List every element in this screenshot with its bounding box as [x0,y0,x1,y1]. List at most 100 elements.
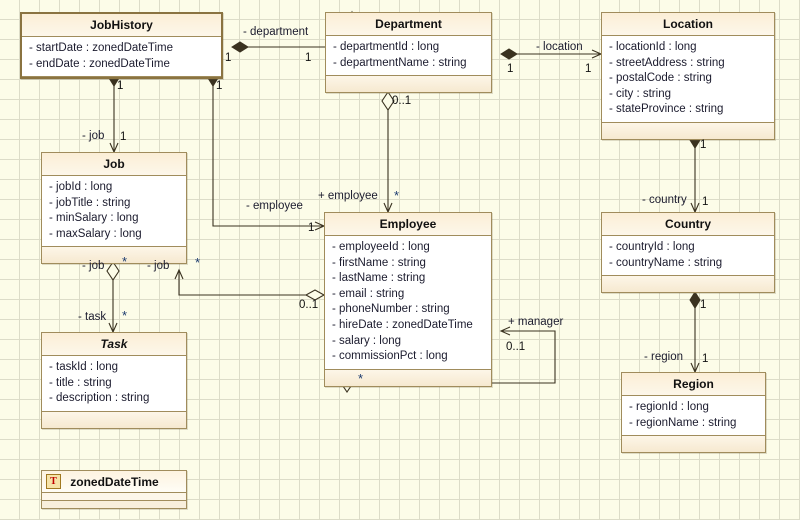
attribute: - firstName : string [332,256,426,269]
attribute: - jobTitle : string [49,196,131,209]
edge-label-job-right: - job [147,260,170,272]
class-attributes-location: - locationId : long - streetAddress : st… [602,36,774,123]
attribute: - phoneNumber : string [332,303,450,316]
multiplicity-manager: 0..1 [506,341,526,353]
datatype-header: T zonedDateTime [42,471,186,493]
attribute: - commissionPct : long [332,350,448,363]
class-operations-region [622,436,765,453]
multiplicity-job-bottom-left: * [122,254,128,269]
edge-label-location: - location [536,41,583,53]
edge-label-task: - task [78,311,107,323]
class-node-department[interactable]: Department - departmentId : long - depar… [325,12,492,94]
class-title-department: Department [326,13,491,36]
class-title-employee: Employee [325,213,491,236]
class-attributes-department: - departmentId : long - departmentName :… [326,36,491,77]
class-attributes-task: - taskId : long - title : string - descr… [42,356,186,412]
attribute: - minSalary : long [49,212,139,225]
edge-label-manager: + manager [508,316,564,328]
multiplicity-jobhistory-department: 1 [225,52,232,64]
class-operations-job [42,247,186,264]
attribute: - streetAddress : string [609,56,725,69]
attribute: - salary : long [332,334,402,347]
multiplicity-department-right: 1 [507,63,514,75]
class-operations-country [602,276,774,293]
attribute: - regionId : long [629,401,709,413]
attribute: - maxSalary : long [49,227,142,240]
class-node-jobhistory[interactable]: JobHistory - startDate : zonedDateTime -… [20,12,223,80]
attribute: - locationId : long [609,41,697,53]
attribute: - jobId : long [49,181,113,193]
multiplicity-employee-top: * [394,188,400,203]
class-operations-department [326,76,491,93]
edge-label-job-left: - job [82,260,105,272]
multiplicity-location-bottom: 1 [700,139,707,151]
attribute: - employeeId : long [332,241,430,253]
multiplicity-jobhistory-job: 1 [117,80,124,92]
class-attributes-country: - countryId : long - countryName : strin… [602,236,774,277]
class-title-jobhistory: JobHistory [22,14,221,37]
attribute: - departmentId : long [333,41,440,53]
class-node-job[interactable]: Job - jobId : long - jobTitle : string -… [41,152,187,265]
attribute: - startDate : zonedDateTime [29,42,174,54]
multiplicity-region-top: 1 [702,353,709,365]
class-node-employee[interactable]: Employee - employeeId : long - firstName… [324,212,492,387]
attribute: - title : string [49,376,112,389]
class-operations-employee [325,369,491,386]
filled-diamond-country-region [689,291,701,309]
attribute: - stateProvince : string [609,103,724,116]
edge-label-country: - country [642,194,687,206]
attribute: - endDate : zonedDateTime [29,57,170,70]
edge-label-employee: - employee [246,200,303,212]
class-attributes-employee: - employeeId : long - firstName : string… [325,236,491,370]
datatype-attributes-compartment [42,493,186,501]
attribute: - departmentName : string [333,56,467,69]
class-node-task[interactable]: Task - taskId : long - title : string - … [41,332,187,429]
multiplicity-department-bottom: 0..1 [392,95,412,107]
multiplicity-location-left: 1 [585,63,592,75]
attribute: - lastName : string [332,272,426,285]
filled-diamond-department-location [500,48,518,60]
datatype-t-icon: T [46,474,61,489]
edge-label-plus-employee: + employee [318,190,378,202]
attribute: - hireDate : zonedDateTime [332,318,473,331]
attribute: - city : string [609,87,671,100]
multiplicity-task-top: * [122,308,128,323]
multiplicity-job-bottom-right: * [195,255,201,270]
class-title-task: Task [42,333,186,356]
class-attributes-job: - jobId : long - jobTitle : string - min… [42,176,186,248]
class-node-location[interactable]: Location - locationId : long - streetAdd… [601,12,775,140]
attribute: - email : string [332,287,405,300]
class-title-job: Job [42,153,186,176]
class-attributes-jobhistory: - startDate : zonedDateTime - endDate : … [22,37,221,78]
attribute: - countryId : long [609,241,695,253]
multiplicity-employee-side: 0..1 [299,299,319,311]
class-title-region: Region [622,373,765,396]
open-diamond-job-task [106,261,120,281]
class-node-country[interactable]: Country - countryId : long - countryName… [601,212,775,294]
attribute: - regionName : string [629,416,737,429]
multiplicity-country-top: 1 [702,196,709,208]
multiplicity-jobhistory-employee: 1 [216,80,223,92]
edge-employee-job [174,268,315,296]
attribute: - postalCode : string [609,72,712,85]
edge-label-region: - region [644,351,683,363]
class-node-region[interactable]: Region - regionId : long - regionName : … [621,372,766,454]
attribute: - taskId : long [49,361,119,373]
class-operations-task [42,411,186,428]
filled-diamond-jobhistory-department [231,41,249,53]
multiplicity-job-top: 1 [120,131,127,143]
multiplicity-department-left: 1 [305,52,312,64]
multiplicity-employee-bottom: * [358,371,364,386]
attribute: - countryName : string [609,256,723,269]
class-attributes-region: - regionId : long - regionName : string [622,396,765,437]
multiplicity-employee-left: 1 [308,222,315,234]
class-title-country: Country [602,213,774,236]
datatype-operations-compartment [42,501,186,508]
class-title-location: Location [602,13,774,36]
edge-label-job-top: - job [82,130,105,142]
datatype-node-zoneddatetime[interactable]: T zonedDateTime [41,470,187,509]
class-operations-location [602,122,774,139]
datatype-title-zoneddatetime: zonedDateTime [70,474,159,489]
attribute: - description : string [49,392,150,405]
